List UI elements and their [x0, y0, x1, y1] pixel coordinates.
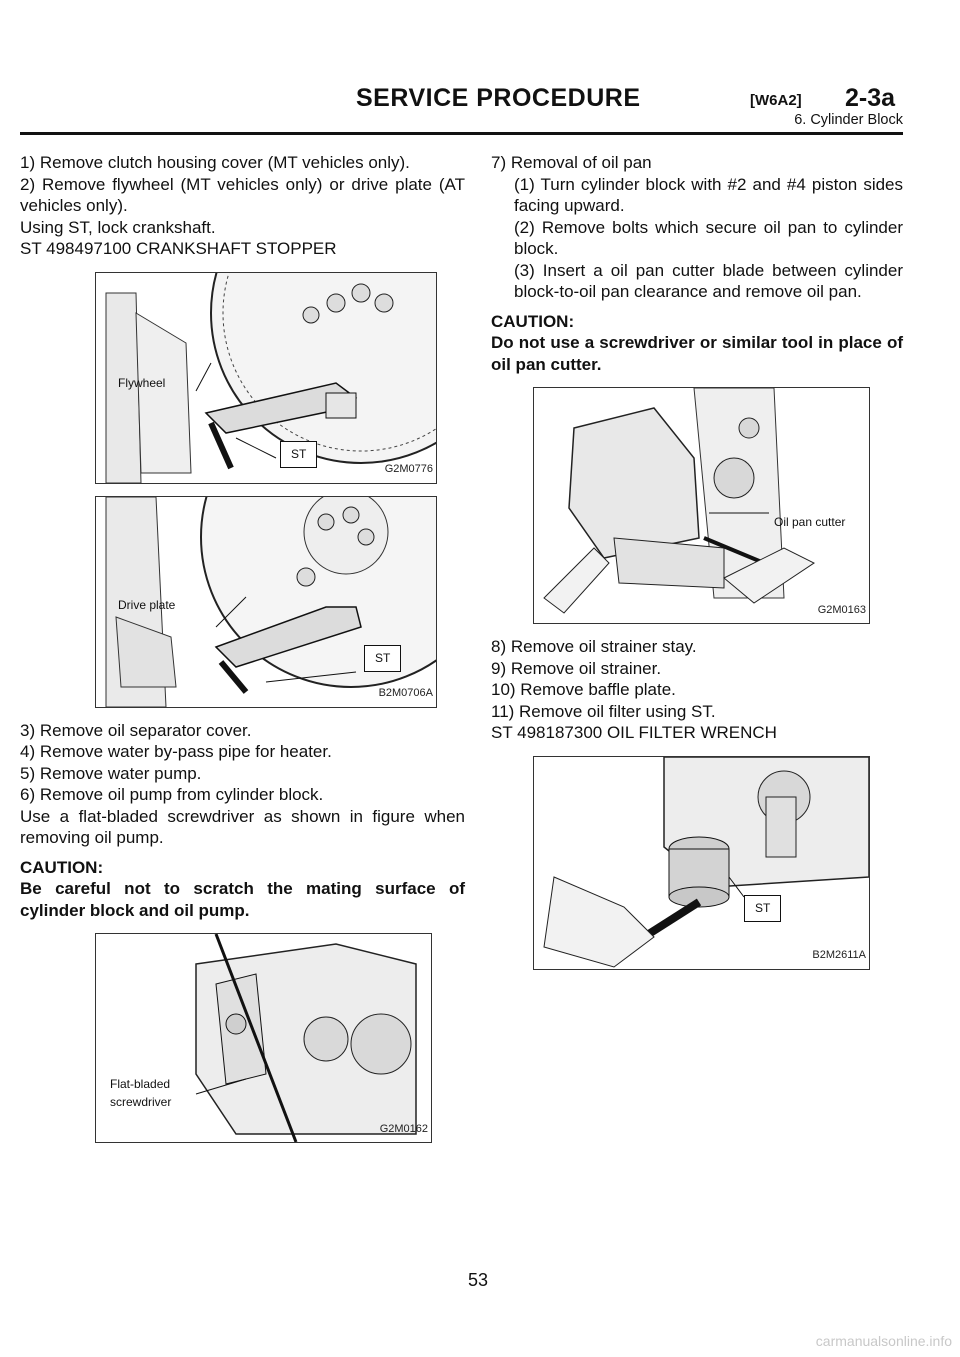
step-9: 9) Remove oil strainer.	[491, 658, 662, 678]
st-label: ST	[744, 894, 782, 922]
step-7-1: (1) Turn cylinder block with #2 and #4 p…	[514, 174, 903, 216]
oil-filter-illustration	[534, 756, 869, 969]
section-number: 2-3a	[845, 84, 896, 112]
flywheel-illustration	[96, 272, 436, 483]
step-2: 2) Remove flywheel (MT vehicles only) or…	[20, 174, 465, 216]
page-number: 53	[468, 1270, 489, 1290]
right-column: 7) Removal of oil pan (1) Turn cylinder …	[491, 152, 903, 982]
step-7-2: (2) Remove bolts which secure oil pan to…	[514, 217, 903, 259]
figure-code: B2M0706A	[378, 687, 433, 699]
screwdriver-label-line2: screwdriver	[110, 1095, 172, 1109]
left-column: 1) Remove clutch housing cover (MT vehic…	[20, 152, 465, 1155]
st-label: ST	[280, 440, 318, 468]
step-2-note: Using ST, lock crankshaft.	[20, 217, 216, 237]
caution-label: CAUTION:	[20, 857, 104, 877]
figure-drive-plate: Drive plate ST B2M0706A	[95, 495, 437, 708]
step-3: 3) Remove oil separator cover.	[20, 720, 252, 740]
step-11-special-tool: ST 498187300 OIL FILTER WRENCH	[491, 723, 777, 742]
step-2-special-tool: ST 498497100 CRANKSHAFT STOPPER	[20, 239, 337, 258]
oil-pump-illustration	[96, 934, 431, 1142]
figure-oil-filter-wrench: ST B2M2611A	[533, 755, 870, 970]
step-1: 1) Remove clutch housing cover (MT vehic…	[20, 153, 410, 172]
step-6-note: Use a flat-bladed screwdriver as shown i…	[20, 806, 465, 848]
oil-pan-illustration	[534, 388, 869, 623]
step-10: 10) Remove baffle plate.	[491, 680, 676, 699]
step-7-3: (3) Insert a oil pan cutter blade betwee…	[514, 260, 903, 302]
step-8: 8) Remove oil strainer stay.	[491, 637, 697, 656]
step-5: 5) Remove water pump.	[20, 763, 202, 783]
screwdriver-label-line1: Flat-bladed	[110, 1077, 171, 1091]
figure-oil-pump: Flat-bladed screwdriver G2M0162	[95, 933, 432, 1143]
step-7: 7) Removal of oil pan	[491, 153, 652, 172]
figure-oil-pan-cutter: Oil pan cutter G2M0163	[533, 387, 870, 624]
oil-pan-cutter-label: Oil pan cutter	[774, 515, 846, 529]
drive-plate-label: Drive plate	[118, 597, 176, 612]
section-code: [W6A2]	[750, 92, 802, 109]
figure-code: B2M2611A	[812, 949, 866, 961]
step-11: 11) Remove oil filter using ST.	[491, 701, 716, 721]
figure-code: G2M0162	[379, 1122, 428, 1135]
step-6: 6) Remove oil pump from cylinder block.	[20, 785, 324, 804]
drive-plate-illustration	[96, 496, 436, 707]
header-divider	[20, 132, 903, 135]
figure-flywheel: Flywheel ST G2M0776	[95, 271, 437, 484]
figure-code: G2M0776	[384, 463, 433, 475]
caution-text: Do not use a screwdriver or similar tool…	[491, 333, 903, 374]
step-4: 4) Remove water by-pass pipe for heater.	[20, 742, 332, 761]
watermark: carmanualsonline.info	[815, 1333, 952, 1349]
figure-code: G2M0163	[817, 603, 866, 616]
section-subtitle: 6. Cylinder Block	[794, 112, 903, 128]
st-label: ST	[364, 644, 402, 672]
caution-label: CAUTION:	[491, 311, 575, 331]
caution-text: Be careful not to scratch the mating sur…	[20, 879, 465, 920]
page-title: SERVICE PROCEDURE	[356, 84, 641, 112]
flywheel-label: Flywheel	[118, 375, 166, 390]
